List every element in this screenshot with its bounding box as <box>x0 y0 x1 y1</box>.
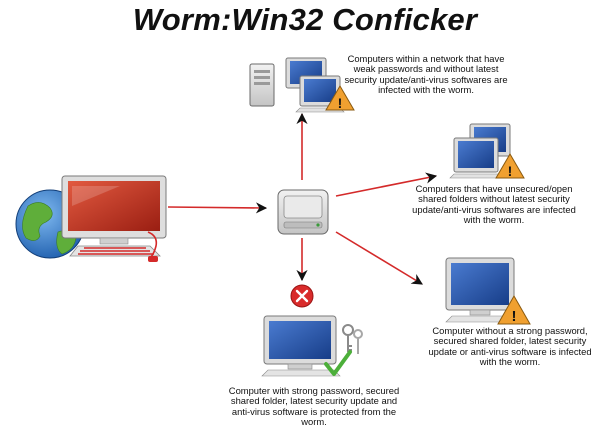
warning-symbol: ! <box>508 163 513 179</box>
diagram-title: Worm:Win32 Conficker <box>132 2 478 37</box>
arrow-hub-to-bottom-right <box>335 231 423 285</box>
infection-arrows <box>167 112 438 285</box>
arrow-source-to-hub <box>167 202 268 214</box>
globe-infected-computer-icon <box>15 175 167 262</box>
computers-warning-icon: ! <box>449 123 525 179</box>
caption-right: Computers that have unsecured/open share… <box>412 183 576 226</box>
caption-top: Computers within a network that have wea… <box>344 53 508 96</box>
arrow-hub-to-right <box>335 172 438 197</box>
red-x-blocked-icon <box>290 284 314 308</box>
caption-bottom: Computer with strong password, secured s… <box>228 385 400 428</box>
computer-secured-check-icon <box>261 315 363 377</box>
caption-bottom-right: Computer without a strong password, secu… <box>428 325 592 368</box>
warning-symbol: ! <box>338 95 343 111</box>
computer-warning-icon: ! <box>445 257 531 325</box>
server-and-computers-warning-icon: ! <box>249 57 355 113</box>
network-drive-icon <box>277 189 329 235</box>
warning-symbol: ! <box>512 308 517 325</box>
